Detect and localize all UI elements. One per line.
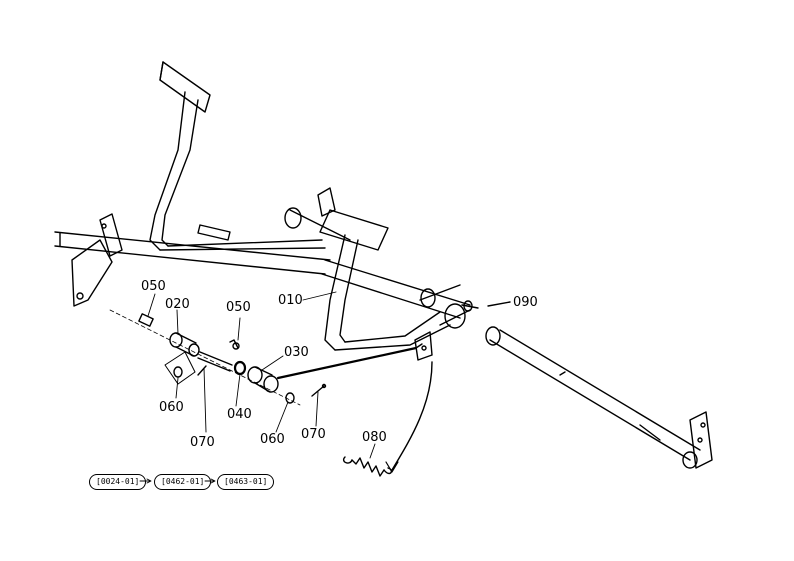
- cross-shaft-left: [54, 231, 331, 275]
- pedal-arm-left: [149, 61, 326, 251]
- washer-060-left: [164, 351, 196, 385]
- label-020: 020: [165, 297, 190, 312]
- pin-050-left: [138, 313, 154, 327]
- label-070-left: 070: [190, 435, 215, 450]
- label-050-middle: 050: [226, 300, 251, 315]
- center-hub: [414, 284, 471, 361]
- label-050-left: 050: [141, 279, 166, 294]
- label-090: 090: [513, 295, 538, 310]
- spring-hook-path: [385, 361, 433, 473]
- collar-030: [247, 366, 279, 393]
- ref-0463-01[interactable]: [0463-01]: [217, 474, 275, 490]
- cotter-pin-070-right: [311, 383, 327, 397]
- link-rod: [276, 343, 423, 380]
- label-010: 010: [278, 293, 303, 308]
- ref-0024-01[interactable]: [0024-01]: [89, 474, 147, 490]
- washer-060-right: [285, 392, 295, 404]
- left-bracket: [71, 213, 123, 307]
- label-080: 080: [362, 430, 387, 445]
- centerline: [109, 309, 301, 406]
- label-040: 040: [227, 407, 252, 422]
- pivot-shaft: [321, 259, 471, 319]
- label-060-left: 060: [159, 400, 184, 415]
- cross-shaft-right: [485, 326, 713, 469]
- label-030: 030: [284, 345, 309, 360]
- bolt-090: [461, 300, 511, 312]
- bushing-020: [169, 332, 233, 372]
- pin-050-middle: [229, 339, 240, 350]
- label-060-right: 060: [260, 432, 285, 447]
- ref-0462-01[interactable]: [0462-01]: [154, 474, 212, 490]
- pedal-arm-right: [284, 187, 451, 351]
- spring-040: [233, 360, 247, 376]
- cotter-pin-070-left: [197, 365, 207, 376]
- leader-lines: [147, 291, 376, 459]
- label-070-right: 070: [301, 427, 326, 442]
- spring-080: [343, 456, 393, 477]
